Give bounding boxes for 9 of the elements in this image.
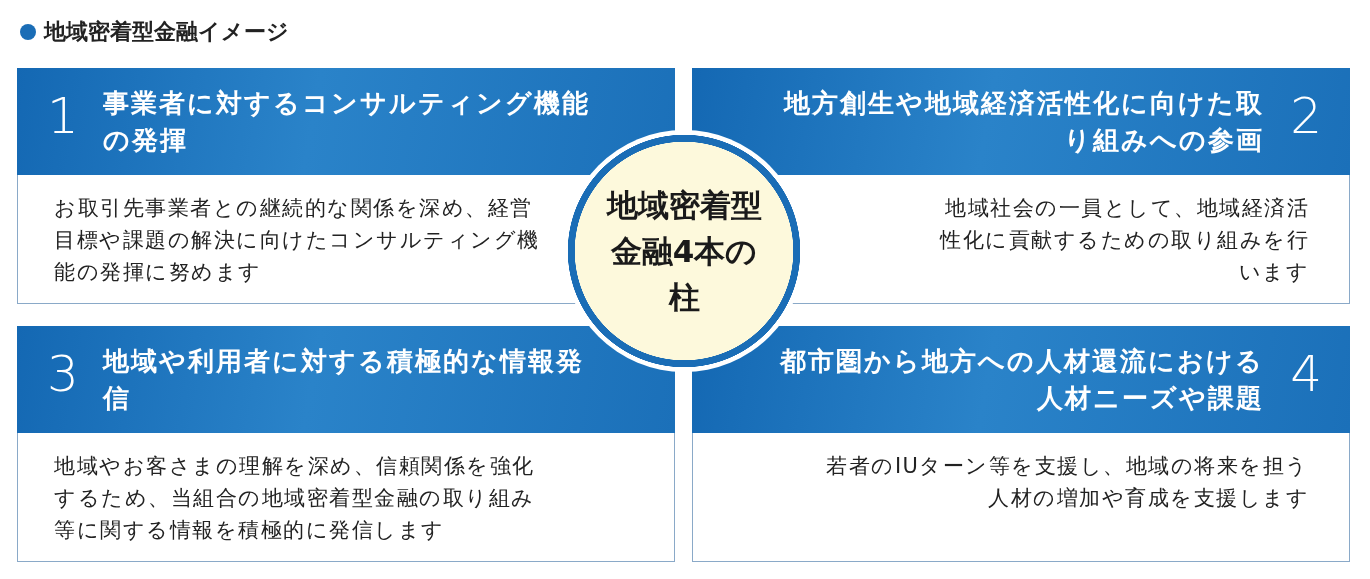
card-description: 若者のIUターン等を支援し、地域の将来を担う人材の増加や育成を支援します: [825, 453, 1309, 512]
card-number: 4: [1290, 344, 1322, 404]
card-number: 2: [1290, 86, 1322, 146]
card-number: 1: [47, 86, 79, 146]
card-description: 地域社会の一員として、地域経済活性化に貢献するための取り組みを行います: [939, 195, 1309, 286]
card-description: お取引先事業者との継続的な関係を深め、経営目標や課題の解決に向けたコンサルティング機能の発揮に努めます: [54, 195, 541, 286]
card-description: 地域やお客さまの理解を深め、信頼関係を強化するため、当組合の地域密着型金融の取り組み等に関する情報を積極的に発信します: [54, 453, 536, 544]
card-number: 3: [47, 344, 79, 404]
page-title: 地域密着型金融イメージ: [44, 18, 289, 46]
